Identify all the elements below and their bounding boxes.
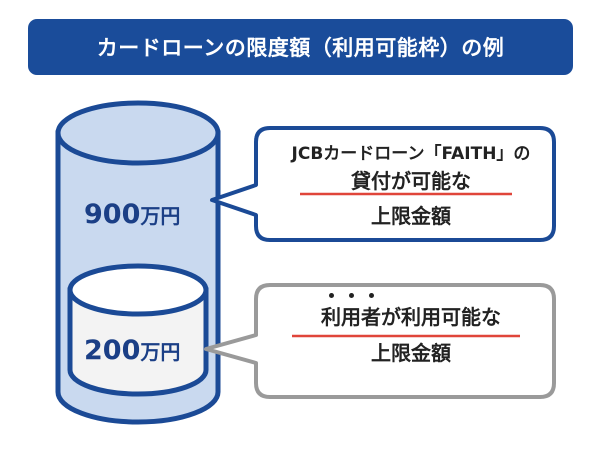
callout-inner-line3: 上限金額 xyxy=(371,341,451,365)
emphasis-char: 利 xyxy=(321,293,341,332)
outer-limit-number: 900 xyxy=(84,199,141,230)
emphasis-char: 用 xyxy=(341,293,361,332)
callout-outer-line1: JCBカードローン「FAITH」の xyxy=(291,144,531,164)
inner-limit-unit: 万円 xyxy=(140,340,181,364)
inner-cylinder xyxy=(67,263,209,397)
outer-cylinder-top xyxy=(55,100,221,166)
inner-limit-amount: 200万円 xyxy=(84,335,180,366)
emphasis-dot xyxy=(328,293,334,298)
inner-cylinder-top xyxy=(67,263,209,317)
callout-outer-text: JCBカードローン「FAITH」の 貸付が可能な 上限金額 xyxy=(266,142,556,232)
callout-outer-line2: 貸付が可能な xyxy=(351,169,471,193)
inner-cylinder-body xyxy=(67,287,209,397)
emphasis-dot xyxy=(348,293,354,298)
outer-limit-unit: 万円 xyxy=(140,204,181,228)
callout-inner-line2-rest: が利用可能な xyxy=(381,305,501,329)
callout-inner-bubble xyxy=(204,283,556,399)
callout-inner-line2: 利用者が利用可能な xyxy=(321,293,501,332)
title-banner: カードローンの限度額（利用可能枠）の例 xyxy=(28,19,573,75)
callout-outer-line3: 上限金額 xyxy=(371,204,451,228)
callout-inner-text: 利用者が利用可能な 上限金額 xyxy=(266,293,556,368)
callout-outer-bubble xyxy=(210,126,556,242)
emphasis-char: 者 xyxy=(361,293,381,332)
outer-limit-amount: 900万円 xyxy=(84,199,180,230)
inner-limit-number: 200 xyxy=(84,335,141,366)
emphasis-dot xyxy=(368,293,374,298)
page-title: カードローンの限度額（利用可能枠）の例 xyxy=(96,36,505,60)
